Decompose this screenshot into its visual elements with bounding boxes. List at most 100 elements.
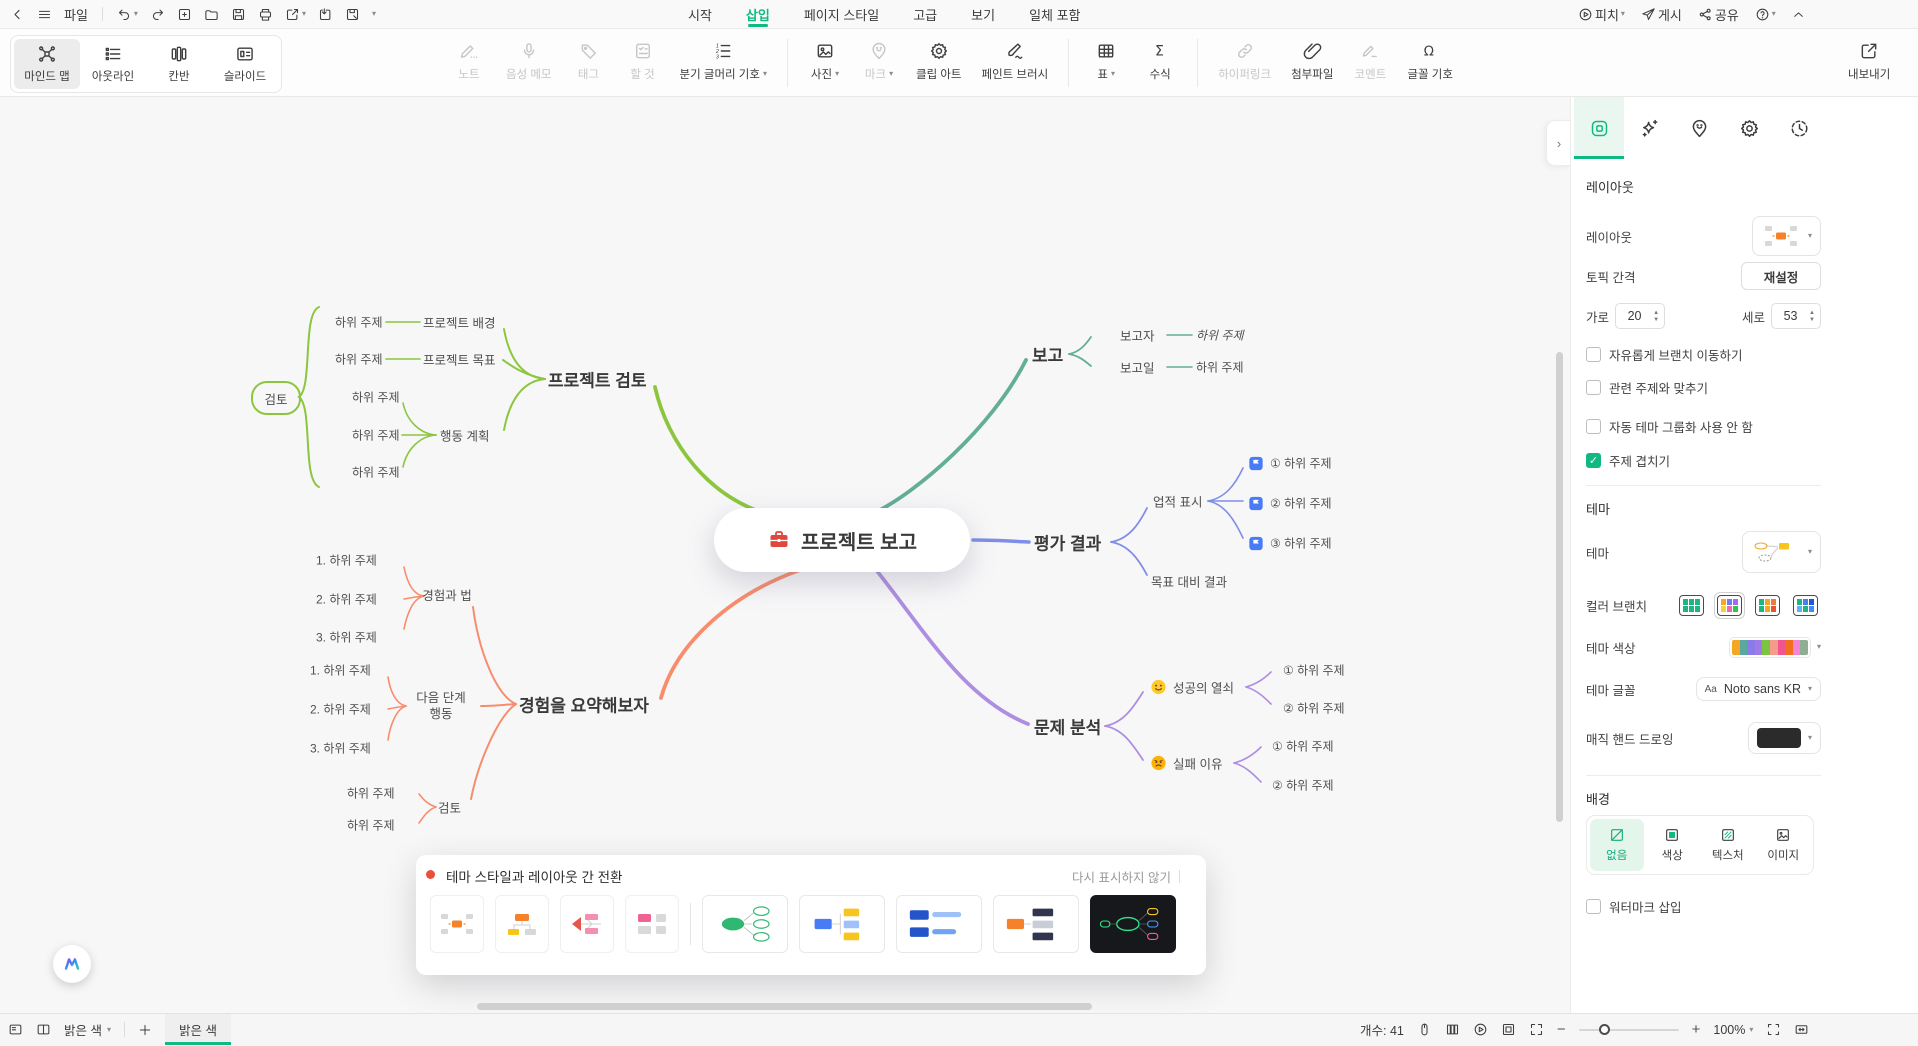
layout-thumb-mindmap[interactable] xyxy=(430,895,484,953)
mode-slide[interactable]: 슬라이드 xyxy=(212,39,278,89)
reset-button[interactable]: 재설정 xyxy=(1741,262,1821,290)
theme-card-green[interactable] xyxy=(702,895,788,953)
leaf-numbered[interactable]: 1. 하위 주제 xyxy=(316,553,377,568)
layout-thumb-orgchart[interactable] xyxy=(495,895,549,953)
leaf-subtopic[interactable]: 하위 주제 xyxy=(1196,360,1244,375)
theme-card-blue-bars[interactable] xyxy=(896,895,982,953)
zoom-in-button[interactable]: + xyxy=(1691,1021,1701,1038)
leaf-circled[interactable]: ① 하위 주제 xyxy=(1272,739,1334,754)
export-share-icon[interactable]: ▾ xyxy=(285,7,306,22)
checkbox-icon[interactable] xyxy=(1586,899,1601,914)
leaf-numbered[interactable]: 1. 하위 주제 xyxy=(310,663,371,678)
subtopic-failure-reason[interactable]: 실패 이유 xyxy=(1150,754,1222,773)
subtopic-next-steps[interactable]: 다음 단계 행동 xyxy=(416,690,466,721)
bg-color-option[interactable]: 색상 xyxy=(1646,819,1700,871)
topic-report[interactable]: 보고 xyxy=(1032,346,1064,366)
topic-problem[interactable]: 문제 분석 xyxy=(1034,718,1102,738)
checkbox-icon[interactable] xyxy=(1586,380,1601,395)
menu-all-in-one[interactable]: 일체 포함 xyxy=(1029,7,1081,23)
theme-card-dark-selected[interactable] xyxy=(1090,895,1176,953)
tab-ai[interactable] xyxy=(1624,97,1674,159)
file-menu[interactable]: 파일 xyxy=(64,7,88,23)
fit-width-icon[interactable] xyxy=(1794,1022,1809,1037)
subtopic-achievement[interactable]: 업적 표시 xyxy=(1153,495,1203,510)
leaf-subtopic-italic[interactable]: 하위 주제 xyxy=(1196,328,1244,343)
mode-kanban[interactable]: 칸반 xyxy=(146,39,212,89)
menu-advanced[interactable]: 고급 xyxy=(913,7,938,23)
mindmap-canvas[interactable]: 프로젝트 보고 프로젝트 검토 프로젝트 배경 프로젝트 목표 행동 계획 하위… xyxy=(0,97,1570,1015)
export-button[interactable]: 내보내기 xyxy=(1848,35,1890,82)
bg-texture-option[interactable]: 텍스처 xyxy=(1701,819,1755,871)
subtopic-experience-method[interactable]: 경험과 법 xyxy=(422,588,472,603)
split-view-icon[interactable] xyxy=(36,1022,51,1037)
leaf-subtopic[interactable]: 하위 주제 xyxy=(352,428,400,443)
leaf-flagged[interactable]: ② 하위 주제 xyxy=(1248,495,1332,512)
font-symbol-tool[interactable]: Ω 글꼴 기호 xyxy=(1407,44,1453,81)
summary-review-pill[interactable]: 검토 xyxy=(251,381,301,415)
horizontal-spacing-stepper[interactable]: 20 ▲▼ xyxy=(1615,303,1666,329)
topic-experience[interactable]: 경험을 요약해보자 xyxy=(519,696,649,716)
save-icon[interactable] xyxy=(231,7,246,22)
theme-color-strip[interactable] xyxy=(1729,636,1811,658)
leaf-circled[interactable]: ② 하위 주제 xyxy=(1283,701,1345,716)
leaf-numbered[interactable]: 2. 하위 주제 xyxy=(310,702,371,717)
help-button[interactable]: ▾ xyxy=(1755,7,1776,22)
theme-dropdown[interactable]: ▾ xyxy=(1741,531,1821,573)
back-icon[interactable] xyxy=(10,7,25,22)
undo-icon[interactable]: ▾ xyxy=(117,7,138,22)
leaf-numbered[interactable]: 3. 하위 주제 xyxy=(310,741,371,756)
leaf-subtopic[interactable]: 하위 주제 xyxy=(347,818,395,833)
layout-dropdown[interactable]: ▾ xyxy=(1751,216,1821,256)
checkbox-align-related[interactable]: 관련 주제와 맞추기 xyxy=(1586,378,1708,397)
checkbox-checked-icon[interactable]: ✓ xyxy=(1586,453,1601,468)
leaf-subtopic[interactable]: 하위 주제 xyxy=(335,315,383,330)
fullscreen-icon[interactable] xyxy=(1766,1022,1781,1037)
leaf-subtopic[interactable]: 하위 주제 xyxy=(335,352,383,367)
bg-image-option[interactable]: 이미지 xyxy=(1757,819,1811,871)
zoom-out-button[interactable]: − xyxy=(1556,1021,1566,1038)
menu-start[interactable]: 시작 xyxy=(688,7,712,23)
import-icon[interactable] xyxy=(318,7,333,22)
subtopic-review2[interactable]: 검토 xyxy=(438,801,462,816)
subtopic-success-key[interactable]: 성공의 열쇠 xyxy=(1150,678,1234,697)
topic-evaluation[interactable]: 평가 결과 xyxy=(1034,534,1102,554)
attachment-tool[interactable]: 첨부파일 xyxy=(1291,35,1333,82)
leaf-numbered[interactable]: 3. 하위 주제 xyxy=(316,630,377,645)
bg-none-option[interactable]: 없음 xyxy=(1590,819,1644,871)
subtopic-project-background[interactable]: 프로젝트 배경 xyxy=(423,316,496,331)
magic-hand-dropdown[interactable]: ▾ xyxy=(1747,722,1821,754)
print-icon[interactable] xyxy=(258,7,273,22)
dont-show-again-button[interactable]: 다시 표시하지 않기 xyxy=(1072,871,1171,885)
redo-icon[interactable] xyxy=(150,7,165,22)
tab-mark[interactable] xyxy=(1674,97,1724,159)
mode-mindmap[interactable]: 마인드 맵 xyxy=(14,39,80,89)
mode-outline[interactable]: 아웃라인 xyxy=(80,39,146,89)
theme-card-orange[interactable] xyxy=(993,895,1079,953)
collapse-ribbon-icon[interactable] xyxy=(1792,8,1805,21)
leaf-circled[interactable]: ② 하위 주제 xyxy=(1272,778,1334,793)
zoom-slider-knob[interactable] xyxy=(1598,1023,1610,1035)
formula-tool[interactable]: Σ 수식 xyxy=(1149,43,1171,81)
page-style-dropdown[interactable]: 밝은 색▾ xyxy=(64,1024,111,1038)
leaf-numbered[interactable]: 2. 하위 주제 xyxy=(316,592,377,607)
subtopic-reporter[interactable]: 보고자 xyxy=(1120,329,1155,344)
leaf-flagged[interactable]: ① 하위 주제 xyxy=(1248,455,1332,472)
checkbox-topic-overlap[interactable]: ✓주제 겹치기 xyxy=(1586,451,1670,470)
panel-collapse-handle[interactable]: › xyxy=(1546,120,1570,166)
new-file-icon[interactable] xyxy=(177,7,192,22)
slide-panel-icon[interactable] xyxy=(8,1022,23,1037)
leaf-subtopic[interactable]: 하위 주제 xyxy=(352,390,400,405)
photo-tool[interactable]: 사진▾ xyxy=(808,35,842,82)
tab-clipart[interactable] xyxy=(1724,97,1774,159)
publish-button[interactable]: 게시 xyxy=(1641,5,1682,24)
checkbox-icon[interactable] xyxy=(1586,419,1601,434)
checkbox-free-branch[interactable]: 자유롭게 브랜치 이동하기 xyxy=(1586,345,1742,364)
zoom-level-dropdown[interactable]: 100%▾ xyxy=(1713,1022,1754,1037)
clipart-tool[interactable]: 클립 아트 xyxy=(916,35,962,82)
more-tools-chevron-icon[interactable]: ▾ xyxy=(371,9,376,18)
zoom-slider[interactable] xyxy=(1578,1023,1679,1035)
hamburger-menu-icon[interactable] xyxy=(37,7,52,22)
share-button[interactable]: 공유 xyxy=(1698,5,1739,24)
leaf-subtopic[interactable]: 하위 주제 xyxy=(352,465,400,480)
